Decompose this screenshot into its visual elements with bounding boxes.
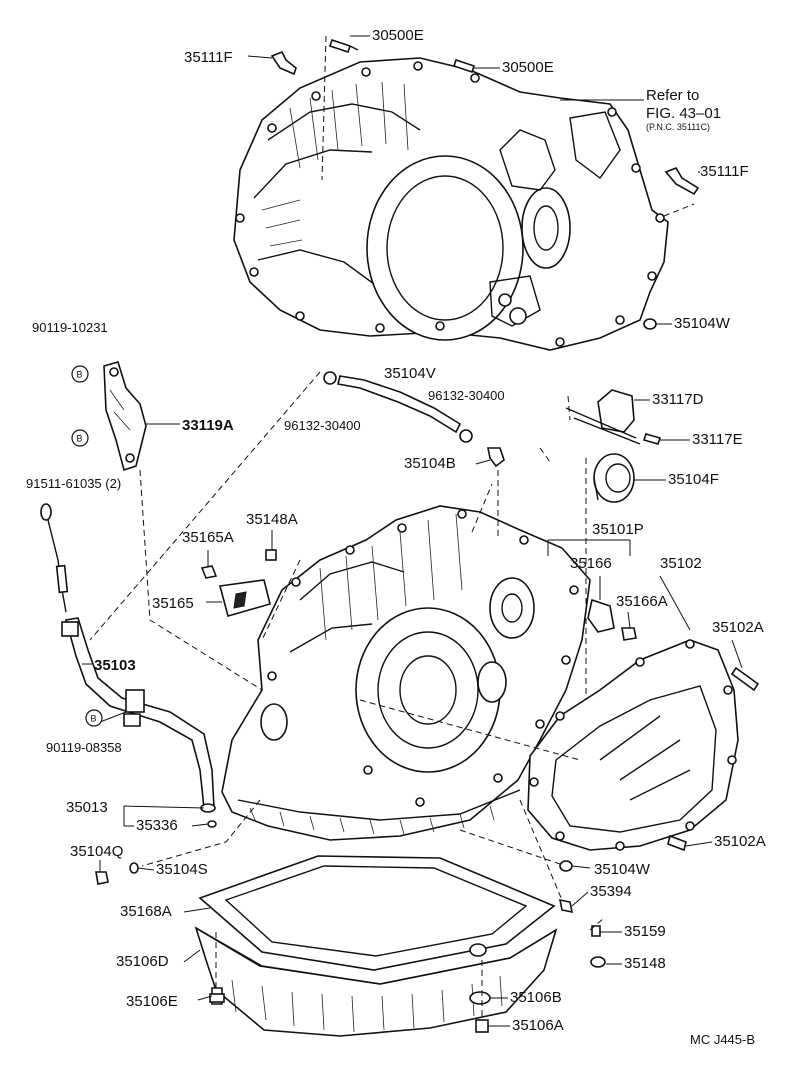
label-35106D: 35106D	[116, 953, 169, 970]
oil-seal-35104F-illustration	[593, 453, 635, 503]
label-refer-to: Refer to	[646, 87, 699, 104]
bracket-33117D-illustration	[565, 389, 641, 445]
label-35104V: 35104V	[384, 365, 436, 382]
label-33117E: 33117E	[692, 431, 743, 448]
label-35106A: 35106A	[512, 1017, 564, 1034]
callout-labels: 30500E 35111F 30500E Refer to FIG. 43–01…	[26, 27, 766, 1047]
badge-b-1-text: B	[77, 370, 83, 380]
converter-housing-illustration	[233, 57, 669, 351]
label-35106B: 35106B	[510, 989, 562, 1006]
label-35111F-right: 35111F	[700, 163, 749, 180]
badge-b-3: B	[85, 709, 103, 727]
label-35104F: 35104F	[668, 471, 719, 488]
label-90119-08358: 90119-08358	[46, 740, 122, 755]
label-35106E: 35106E	[126, 993, 178, 1010]
label-35104Q: 35104Q	[70, 843, 123, 860]
label-35148A: 35148A	[246, 511, 298, 528]
label-91511-61035: 91511-61035 (2)	[26, 476, 121, 491]
oil-pan-illustration	[194, 926, 558, 1037]
label-35013: 35013	[66, 799, 108, 816]
label-35102A-top: 35102A	[712, 619, 764, 636]
label-35104B: 35104B	[404, 455, 456, 472]
leader-lines	[82, 35, 743, 1027]
badge-b-3-text: B	[91, 714, 97, 724]
badge-b-2-text: B	[77, 434, 83, 444]
label-35168A: 35168A	[120, 903, 172, 920]
label-35111F-left: 35111F	[184, 49, 233, 66]
label-refer-pnc: (P.N.C. 35111C)	[646, 122, 710, 132]
filler-tube-illustration	[61, 617, 217, 828]
label-35159: 35159	[624, 923, 666, 940]
label-35104W-bottom: 35104W	[594, 861, 651, 878]
badge-b-1: B	[71, 365, 89, 383]
badge-b-2: B	[71, 429, 89, 447]
transaxle-side-cover-illustration	[527, 639, 739, 851]
label-refer-fig: FIG. 43–01	[646, 105, 721, 122]
label-35104W-top: 35104W	[674, 315, 731, 332]
label-35166: 35166	[570, 555, 612, 572]
label-35103: 35103	[94, 657, 136, 674]
label-96132-30400-right: 96132-30400	[428, 388, 505, 403]
bracket-33119A-illustration	[103, 361, 147, 472]
label-35165A: 35165A	[182, 529, 234, 546]
label-90119-10231: 90119-10231	[32, 320, 108, 335]
label-35102A-bottom: 35102A	[714, 833, 766, 850]
figure-code: MC J445-B	[690, 1032, 755, 1047]
housing-bolt-holes	[235, 61, 665, 347]
label-35166A: 35166A	[616, 593, 668, 610]
label-33117D: 33117D	[652, 391, 704, 408]
oil-pan-gasket-illustration	[198, 855, 556, 971]
label-35101P: 35101P	[592, 521, 644, 538]
label-30500E-top: 30500E	[372, 27, 424, 44]
label-35165: 35165	[152, 595, 194, 612]
assembly-dashed-lines	[89, 35, 695, 1020]
label-35102: 35102	[660, 555, 702, 572]
transaxle-case-illustration	[221, 505, 591, 841]
label-35394: 35394	[590, 883, 632, 900]
label-35104S: 35104S	[156, 861, 208, 878]
case-bolt-holes	[267, 509, 579, 807]
label-96132-30400-left: 96132-30400	[284, 418, 361, 433]
label-35148: 35148	[624, 955, 666, 972]
label-30500E-right: 30500E	[502, 59, 554, 76]
oil-level-gauge-illustration	[40, 503, 69, 613]
label-33119A: 33119A	[182, 417, 234, 434]
label-35336: 35336	[136, 817, 178, 834]
cover-bolt-holes	[529, 639, 737, 851]
breather-hose-illustration	[323, 371, 505, 468]
